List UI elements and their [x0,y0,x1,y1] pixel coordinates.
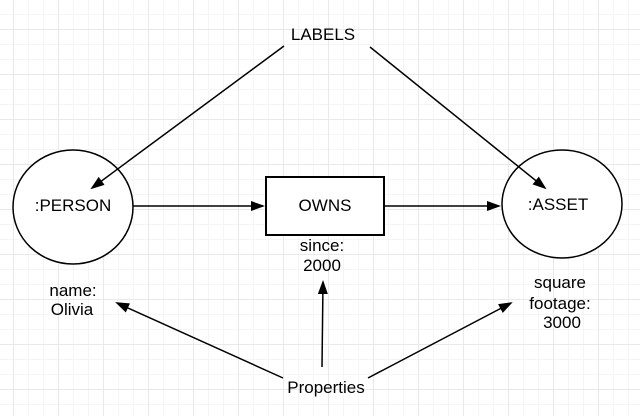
owns-property-line-value: 2000 [303,256,341,275]
asset-node-label: :ASSET [527,195,589,214]
asset-property-line-2: footage: [529,294,591,313]
person-node-label: :PERSON [34,196,112,215]
person-property-line-key: name: [49,281,97,300]
asset-property-line-value: 3000 [543,313,581,332]
owns-relationship-label: OWNS [298,196,352,215]
asset-property-line-1: square [534,273,586,292]
labels-to-asset-arrow [369,46,547,190]
owns-relationship-box [265,176,385,236]
labels-to-person-arrow [90,45,285,190]
owns-property-line-key: since: [299,236,345,255]
properties-caption: Properties [287,378,365,397]
person-property-line-value: Olivia [50,300,94,319]
labels-caption: LABELS [290,25,356,44]
properties-to-since-arrow [317,280,328,368]
properties-to-name-arrow [115,302,284,379]
properties-to-footage-arrow [367,302,513,379]
